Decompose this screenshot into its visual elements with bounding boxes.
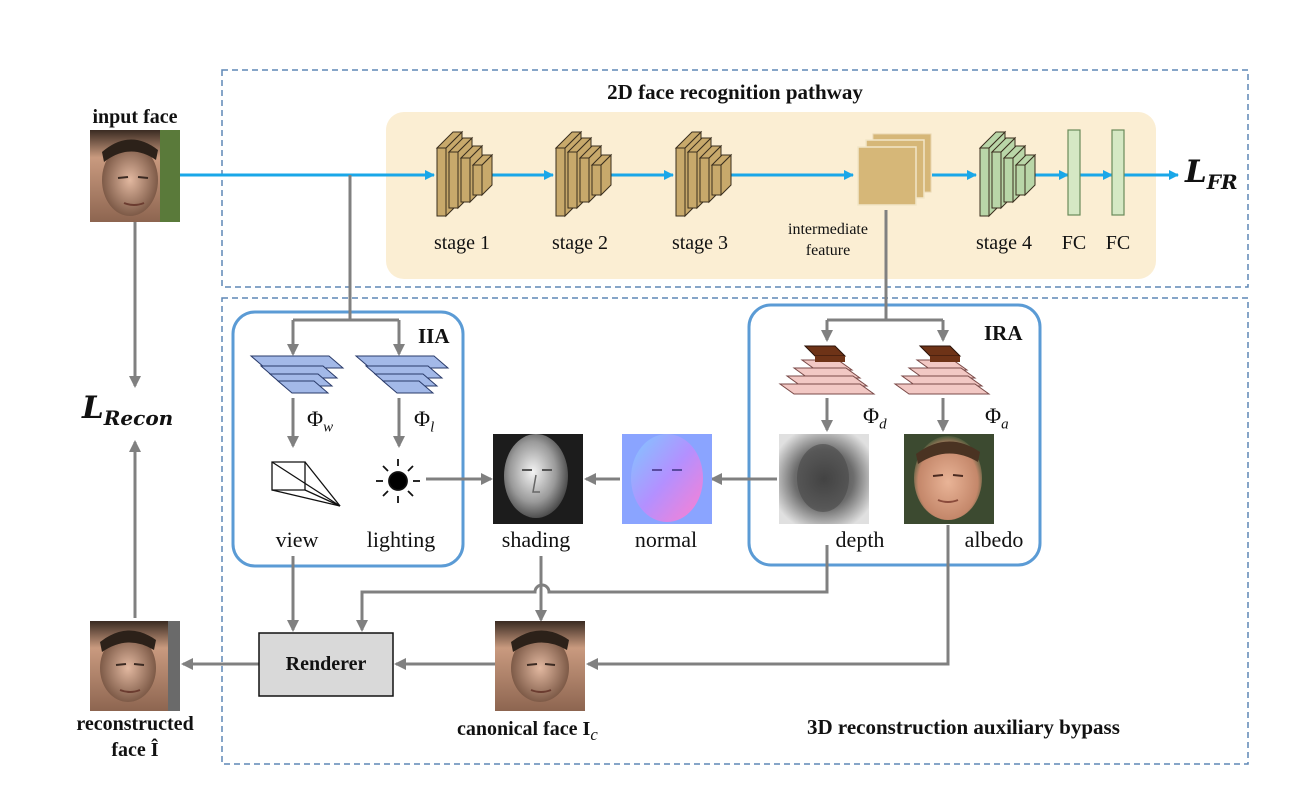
- view-icon: [271, 461, 341, 507]
- input-face-label: input face: [92, 106, 178, 128]
- depth-label: depth: [835, 527, 885, 552]
- phi-l-label: Φl: [414, 408, 434, 435]
- canonical-face-image: [495, 621, 585, 711]
- shading-image: [493, 434, 583, 524]
- albedo-label: albedo: [964, 527, 1024, 552]
- view-label: view: [275, 527, 319, 552]
- reconstructed-face-image: [90, 621, 180, 711]
- reconstructed-face-label-line1: reconstructed: [76, 713, 194, 735]
- phi-w-decoder: [249, 355, 345, 394]
- arrow-depth-renderer: [356, 545, 829, 632]
- fc-layer-1: [1067, 129, 1081, 216]
- input-face-image: [90, 130, 180, 222]
- loss-recon-main: L: [82, 390, 104, 426]
- stage-3-label: stage 3: [671, 232, 729, 254]
- intermediate-feature-label-line2: feature: [805, 241, 851, 259]
- phi-d-main: Φ: [863, 403, 880, 428]
- iia-box: [231, 310, 465, 568]
- phi-d-sub: d: [879, 416, 887, 433]
- phi-d-label: Φd: [863, 405, 887, 432]
- recognition-pathway-title: 2D face recognition pathway: [607, 80, 863, 104]
- depth-map-image: [779, 434, 869, 524]
- ira-box: [747, 303, 1042, 567]
- normal-map-image: [622, 434, 712, 524]
- phi-a-sub: a: [1001, 416, 1009, 433]
- pathway-background: [386, 112, 1156, 279]
- normal-label: normal: [634, 527, 698, 552]
- phi-w-main: Φ: [307, 406, 324, 431]
- intermediate-feature-label-line1: intermediate: [788, 221, 868, 238]
- phi-d-decoder: [778, 345, 876, 395]
- renderer-label: Renderer: [285, 653, 367, 675]
- fc-2-label: FC: [1105, 232, 1131, 254]
- canonical-face-sub: c: [590, 725, 598, 744]
- lighting-label: lighting: [366, 527, 436, 552]
- renderer-box: [258, 632, 394, 697]
- stage-1-block: [435, 130, 494, 218]
- stage-3-block: [674, 130, 733, 218]
- recognition-region-box: [221, 69, 1249, 288]
- fc-layer-2: [1111, 129, 1125, 216]
- canonical-face-text: canonical face I: [457, 718, 591, 740]
- fc-1-label: FC: [1061, 232, 1087, 254]
- albedo-image: [904, 434, 994, 524]
- phi-l-main: Φ: [414, 406, 431, 431]
- stage-2-label: stage 2: [551, 232, 609, 254]
- iia-label: IIA: [418, 324, 450, 348]
- reconstruction-bypass-title: 3D reconstruction auxiliary bypass: [807, 715, 1120, 739]
- phi-a-main: Φ: [985, 403, 1002, 428]
- phi-w-sub: w: [323, 419, 334, 436]
- stage-4-block: [978, 130, 1037, 218]
- reconstructed-face-label: reconstructed face Î: [76, 711, 193, 763]
- stage-4-label: stage 4: [975, 232, 1033, 254]
- intermediate-feature-label: intermediate feature: [788, 220, 868, 262]
- phi-l-decoder: [354, 355, 450, 394]
- phi-a-label: Φa: [985, 405, 1009, 432]
- stage-blocks: [435, 130, 1037, 218]
- loss-fr-main: L: [1185, 154, 1207, 190]
- reconstructed-face-label-line2: face Î: [111, 739, 159, 761]
- reconstruction-region-box: [221, 297, 1249, 765]
- loss-recon-label: LRecon: [82, 390, 174, 431]
- intermediate-feature-block: [857, 133, 932, 206]
- loss-fr-label: LFR: [1185, 154, 1238, 195]
- loss-fr-sub: FR: [1206, 170, 1238, 195]
- stage-2-block: [554, 130, 613, 218]
- phi-l-sub: l: [430, 419, 435, 436]
- stage-1-label: stage 1: [433, 232, 491, 254]
- phi-w-label: Φw: [307, 408, 333, 435]
- arrow-albedo-canonical: [586, 525, 950, 670]
- lighting-sun-icon: [376, 459, 420, 503]
- loss-recon-sub: Recon: [103, 406, 174, 431]
- canonical-face-label: canonical face Ic: [457, 719, 598, 744]
- phi-a-decoder: [893, 345, 991, 395]
- ira-label: IRA: [984, 321, 1023, 345]
- shading-label: shading: [501, 527, 571, 552]
